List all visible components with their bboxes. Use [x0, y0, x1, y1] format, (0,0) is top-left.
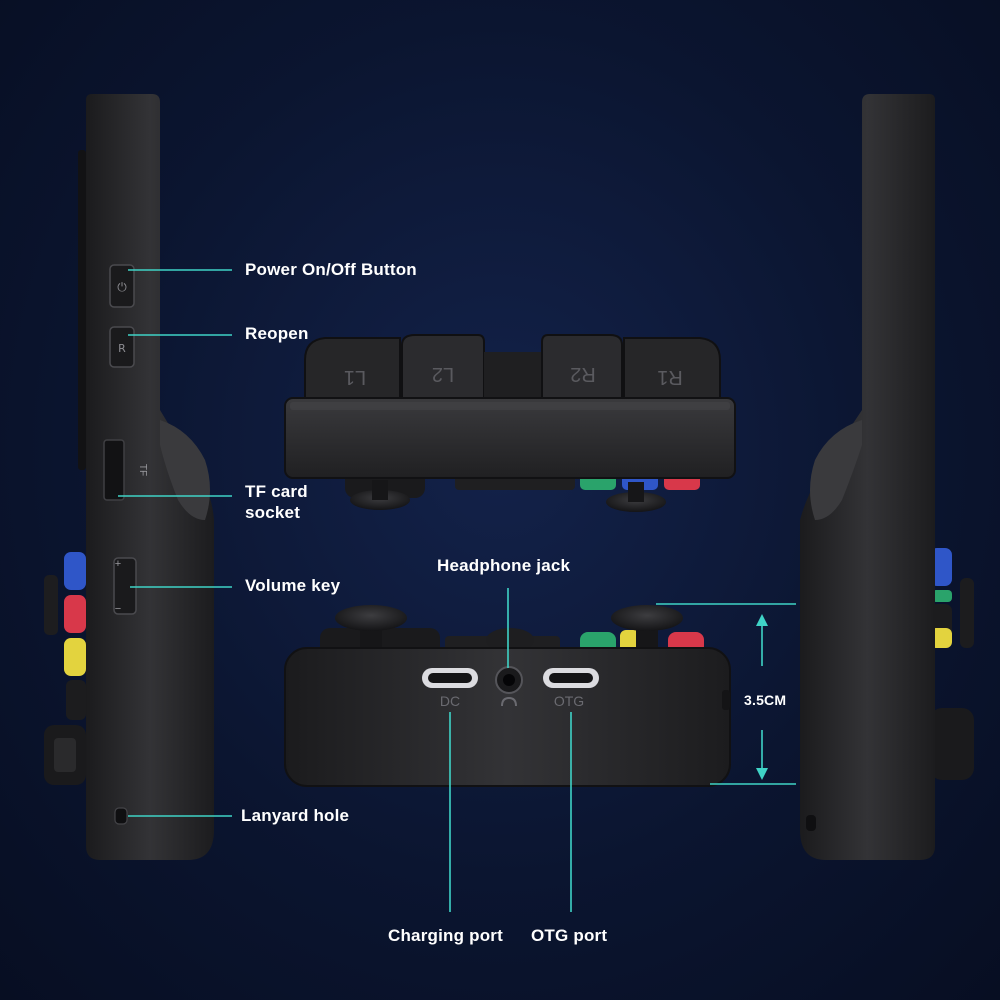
arrow-down-head [756, 768, 768, 780]
shoulder-l2-label: L2 [432, 363, 454, 385]
vol-plus-mark: + [115, 558, 121, 570]
button-yellow-side [64, 638, 86, 676]
vol-minus-mark: − [115, 603, 121, 615]
label-headphone-jack: Headphone jack [437, 556, 571, 575]
reopen-button [109, 326, 135, 368]
bottom-view: DC OTG [284, 605, 731, 787]
shoulder-r2-label: R2 [570, 363, 596, 385]
otg-port-label: OTG [554, 693, 584, 709]
tf-mark: TF [137, 464, 148, 476]
shoulder-l1 [304, 337, 401, 401]
right-stick-bottom-view [611, 605, 683, 631]
label-reopen: Reopen [245, 324, 309, 343]
label-height-dimension: 3.5CM [744, 692, 787, 708]
right-side-view [800, 94, 974, 860]
shoulder-r2 [541, 334, 623, 401]
top-view: L1 L2 R2 R1 [284, 334, 736, 512]
button-red-side [64, 595, 86, 633]
volume-rocker [113, 557, 137, 615]
tf-card-slot [103, 439, 125, 501]
shoulder-l2 [401, 334, 485, 401]
label-lanyard-hole: Lanyard hole [241, 806, 350, 825]
reopen-key-mark: R [118, 342, 126, 355]
left-stick-bottom-view [335, 605, 407, 631]
power-symbol: ⏻ [117, 280, 127, 294]
shoulder-r1-label: R1 [657, 366, 683, 388]
right-body [800, 94, 935, 860]
label-otg-port: OTG port [531, 926, 608, 945]
label-charging-port: Charging port [388, 926, 503, 945]
label-power-button: Power On/Off Button [245, 260, 417, 279]
label-volume-key: Volume key [245, 576, 341, 595]
button-blue-side [64, 552, 86, 590]
lanyard-hole [114, 807, 128, 825]
left-trigger-nub [44, 575, 58, 635]
top-body [284, 397, 736, 479]
dc-port-label: DC [440, 693, 460, 709]
left-stick-side [66, 680, 86, 720]
arrow-up-head [756, 614, 768, 626]
button-blue-right [930, 548, 952, 586]
shoulder-l1-label: L1 [344, 366, 366, 388]
left-side-view: ⏻ R TF + − [44, 94, 214, 860]
shoulder-r1 [623, 337, 721, 401]
label-tf-card-socket: TF card socket [245, 482, 308, 522]
power-button [109, 264, 135, 308]
leader-lines [118, 269, 796, 912]
headphone-icon [501, 696, 517, 707]
right-stick-side [930, 708, 974, 780]
